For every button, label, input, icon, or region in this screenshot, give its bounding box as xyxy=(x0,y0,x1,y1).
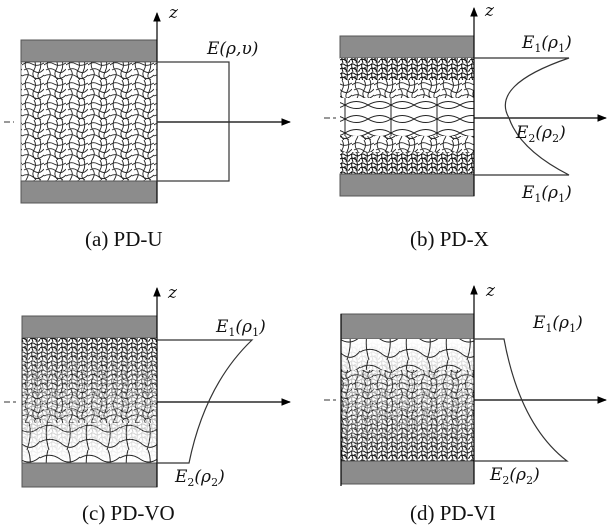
z-axis-label: z xyxy=(485,281,496,301)
foam-dense-gradient xyxy=(22,338,157,463)
foam-dense-bottom xyxy=(340,152,474,174)
foam-lens-center xyxy=(340,98,474,136)
caption-c: (c) PD-VO xyxy=(82,501,175,525)
label-e1-top: E1(ρ1) xyxy=(215,317,266,339)
modulus-profile-uniform xyxy=(156,61,230,182)
panel-d-pd-vi: z E1(ρ1) E2(ρ2) (d) PD-VI xyxy=(324,281,607,525)
foam-dense-gradient xyxy=(341,339,474,461)
foam-dense-top xyxy=(340,58,474,80)
top-electrode xyxy=(21,315,158,339)
caption-a: (a) PD-U xyxy=(85,227,163,251)
modulus-label: E(ρ,υ) xyxy=(206,39,258,59)
label-e2-mid: E2(ρ2) xyxy=(515,123,566,145)
bottom-electrode xyxy=(340,460,475,485)
top-electrode xyxy=(339,35,475,59)
label-e1-top: E1(ρ1) xyxy=(521,33,572,55)
label-e2-bottom: E2(ρ2) xyxy=(489,465,540,487)
panel-c-pd-vo: z E1(ρ1) E2(ρ2) (c) PD-VO xyxy=(4,283,291,525)
modulus-profile-parabolic xyxy=(474,57,570,176)
bottom-electrode xyxy=(21,462,158,488)
bottom-electrode xyxy=(339,173,475,197)
caption-d: (d) PD-VI xyxy=(410,501,496,525)
label-e1-top: E1(ρ1) xyxy=(532,313,583,335)
z-axis-label: z xyxy=(168,3,179,23)
foam-uniform xyxy=(20,61,158,182)
z-axis-label: z xyxy=(484,1,495,21)
top-electrode xyxy=(340,313,475,340)
top-electrode xyxy=(20,39,158,63)
z-axis-label: z xyxy=(167,283,178,303)
panel-a-pd-u: z E(ρ,υ) (a) PD-U xyxy=(4,3,291,251)
label-e1-bottom: E1(ρ1) xyxy=(521,183,572,205)
modulus-profile-increasing xyxy=(474,338,569,462)
modulus-profile-decreasing xyxy=(157,339,254,464)
label-e2-bottom: E2(ρ2) xyxy=(174,467,225,489)
caption-b: (b) PD-X xyxy=(410,227,489,251)
bottom-electrode xyxy=(20,180,158,204)
panel-b-pd-x: z E1(ρ1) E2(ρ2) E1(ρ1) (b) PD-X xyxy=(324,1,607,251)
